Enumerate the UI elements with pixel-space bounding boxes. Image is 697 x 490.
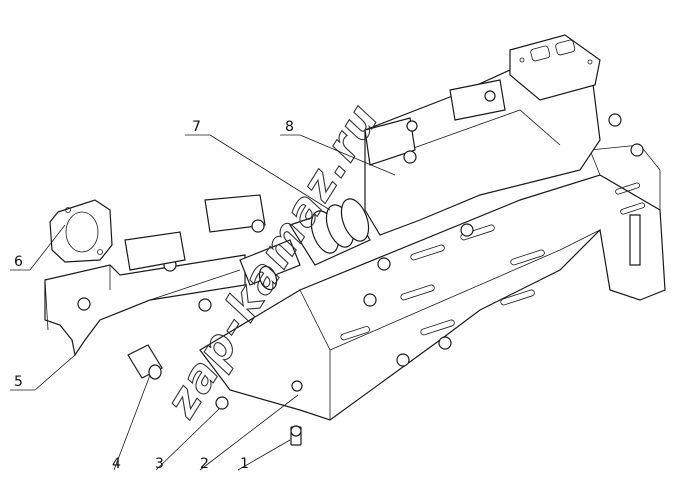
bushing-4 [127,344,163,380]
slip-joint-7 [289,198,371,266]
bolt-1 [290,425,302,446]
leader-lines [10,134,396,471]
rear-manifold [364,34,622,236]
callout-6: 6 [14,254,23,270]
front-manifold [44,194,266,357]
heat-shield [199,143,666,421]
callout-1: 1 [240,456,249,472]
callout-5: 5 [14,374,23,390]
callout-7: 7 [192,119,201,135]
callout-3: 3 [155,456,164,472]
callout-4: 4 [112,456,121,472]
callout-8: 8 [285,119,294,135]
callout-2: 2 [200,456,209,472]
gasket-6 [49,199,113,263]
intermediate-pipe [239,239,301,286]
nut-3 [215,396,229,410]
